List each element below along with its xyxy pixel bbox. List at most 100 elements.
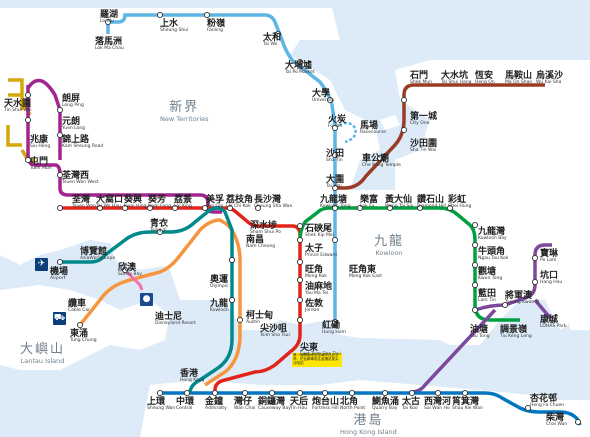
station-name-en: Yuen Long — [62, 126, 86, 131]
station-name-en: Lai Chi Kok — [226, 204, 251, 209]
station-marker — [56, 106, 64, 114]
station-marker — [348, 389, 356, 397]
station-name-zh: 太和 — [263, 33, 282, 43]
station-name-en: Mei Foo — [206, 204, 224, 209]
station-name-en: Sai Wan Ho — [424, 406, 450, 411]
station-marker — [104, 18, 112, 26]
station-name-zh: 中環 — [176, 397, 195, 407]
station-name-en: Tin Hau — [290, 406, 308, 411]
station-name-en: Sheung Shui — [160, 28, 189, 33]
station-name-zh: 油麻地 — [305, 282, 333, 292]
station-marker — [24, 156, 32, 164]
station-name-zh: 大埔墟 — [285, 61, 313, 71]
station-name-en: Kwai Hing — [124, 204, 147, 209]
station-name-zh: 沙田 — [326, 149, 345, 159]
station-name-zh: 恆安 — [475, 71, 494, 81]
station-name-zh: 柴灣 — [546, 413, 565, 423]
station-name-en: Sham Shui Po — [250, 230, 281, 235]
station-name-zh: 大水坑 — [441, 71, 469, 81]
station-name-en: Wong Tai Sin — [385, 204, 414, 209]
station-name-en: City One — [410, 121, 430, 126]
station-name-zh: 將軍澳 — [505, 291, 533, 301]
station-marker — [228, 256, 236, 264]
station-marker — [524, 404, 532, 412]
station-name-en: Shek Mun — [410, 80, 433, 85]
station-name-zh: 尖沙咀 — [260, 324, 288, 334]
station-name-en: Tsing Yi — [150, 228, 167, 233]
station-name-zh: 九龍塘 — [320, 195, 348, 205]
station-marker — [331, 204, 339, 212]
station-name-en: University — [312, 98, 335, 103]
station-marker — [331, 184, 339, 192]
station-marker — [434, 389, 442, 397]
station-name-en: Admiralty — [205, 406, 227, 411]
station-name-zh: 烏溪沙 — [536, 71, 564, 81]
station-name-zh: 深水埗 — [250, 221, 278, 231]
station-name-en: Hong Kong — [180, 378, 205, 383]
station-name-zh: 羅湖 — [100, 10, 119, 20]
station-name-zh: 紅磡 — [322, 321, 341, 331]
station-name-zh: 朗屏 — [62, 94, 81, 104]
station-name-en: Sha Tin — [326, 158, 343, 163]
station-name-zh: 北角 — [340, 397, 359, 407]
station-name-en: Po Lam — [540, 258, 557, 263]
station-marker — [400, 126, 408, 134]
station-marker — [121, 266, 129, 274]
station-marker — [268, 389, 276, 397]
station-name-zh: 機場 — [50, 267, 69, 277]
airport-icon: ✈ — [35, 258, 48, 271]
station-name-zh: 金鐘 — [205, 397, 224, 407]
station-name-zh: 大窩口 — [96, 195, 124, 205]
station-name-en: Shau Kei Wan — [452, 406, 483, 411]
station-name-zh: 大學 — [312, 89, 331, 99]
station-name-en: Wu Kai Sha — [536, 80, 562, 85]
station-marker — [76, 321, 84, 329]
station-marker — [326, 96, 334, 104]
west-rail-upper — [26, 78, 62, 160]
station-marker — [461, 389, 469, 397]
station-name-zh: 沙田圍 — [410, 139, 438, 149]
station-marker — [471, 261, 479, 269]
transfer-note: 第一屆開始時至至每次在此之停，於此轉車前往金鐘站或尖沙咀站 — [292, 353, 342, 367]
station-marker — [211, 389, 219, 397]
station-name-en: Airport — [50, 276, 66, 281]
station-marker — [228, 296, 236, 304]
station-name-en: Olympic — [210, 284, 229, 289]
station-name-zh: 鰂魚涌 — [372, 397, 400, 407]
east-rail-line — [108, 13, 337, 320]
station-name-zh: 火炭 — [328, 115, 347, 125]
station-name-zh: 欣澳 — [118, 263, 137, 273]
station-name-zh: 杏花邨 — [530, 394, 558, 404]
station-marker — [24, 91, 32, 99]
station-name-zh: 纜車 — [68, 299, 87, 309]
station-marker — [156, 228, 164, 236]
station-name-zh: 鑽石山 — [417, 195, 445, 205]
station-marker — [471, 306, 479, 314]
